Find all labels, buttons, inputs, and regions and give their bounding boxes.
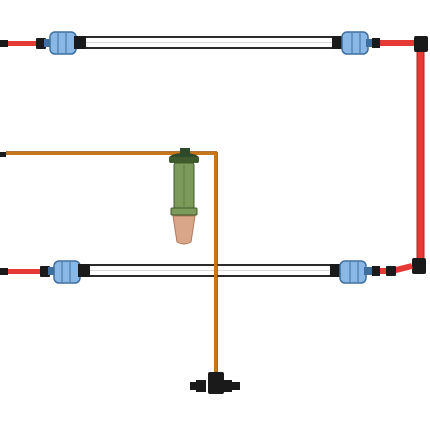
tee-fitting-bottom — [190, 372, 240, 394]
left-stub-top — [0, 38, 46, 49]
clear-tube-top — [83, 36, 337, 49]
left-stub-bottom — [0, 266, 50, 277]
blue-valve-bottom-left — [48, 260, 90, 284]
blue-valve-bottom-right — [330, 260, 372, 284]
blue-valve-top-left — [44, 31, 86, 55]
clear-tube-bottom — [83, 264, 337, 277]
left-edge-fitting-mid — [0, 152, 6, 157]
red-tube-right-loop — [372, 36, 428, 276]
blue-valve-top-right — [332, 31, 374, 55]
moisture-sensor-probe — [169, 148, 199, 245]
